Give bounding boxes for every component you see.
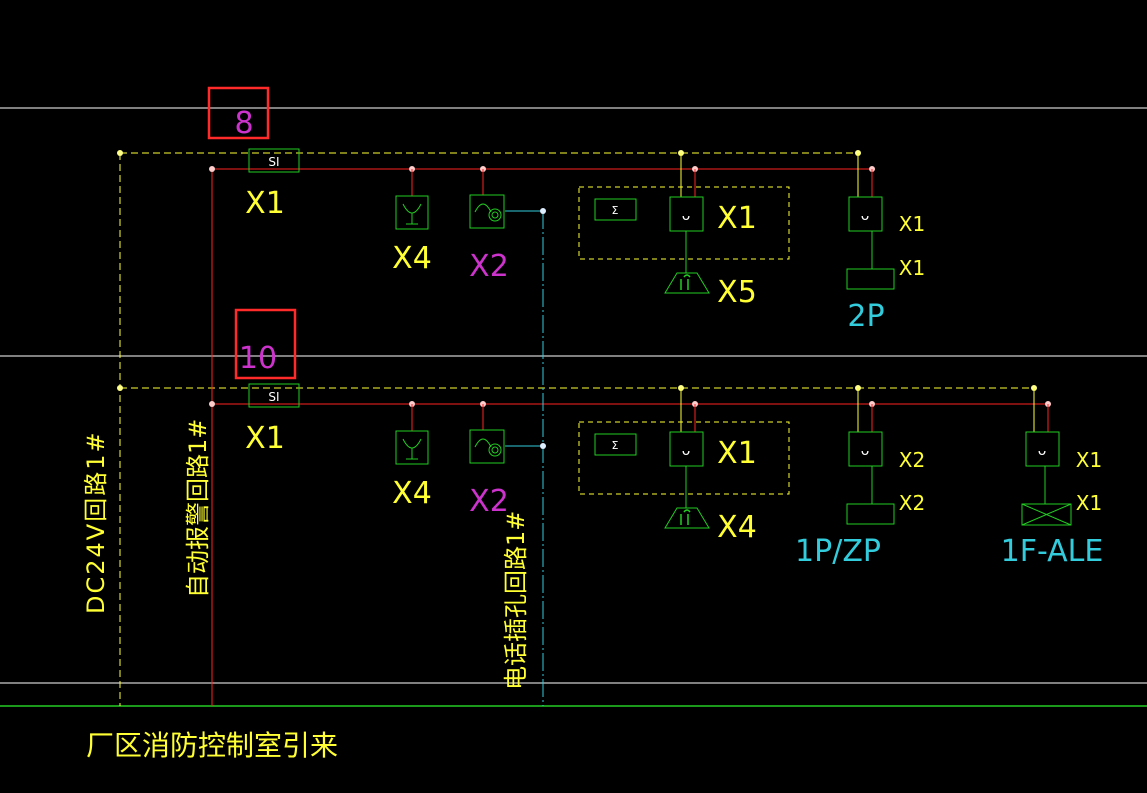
row1-phone-count: X2 bbox=[469, 249, 509, 284]
row1-module-glyph: ᴗ bbox=[682, 208, 691, 224]
row1-beacon-icon[interactable] bbox=[664, 272, 710, 294]
row2-sounder-count: X4 bbox=[392, 476, 432, 511]
row2-si-device[interactable]: SI bbox=[248, 383, 300, 408]
row1-right-module-icon[interactable] bbox=[848, 196, 883, 232]
marker-top: 8 bbox=[234, 106, 253, 141]
row1-si-device[interactable]: SI bbox=[248, 148, 300, 173]
row1-module-count: X1 bbox=[717, 201, 757, 236]
row1-m-icon[interactable] bbox=[594, 198, 637, 221]
row2-si-label: SI bbox=[268, 390, 279, 404]
row2-mid-module-count: X2 bbox=[899, 448, 925, 472]
row1-beacon-count: X5 bbox=[717, 275, 757, 310]
row2-mid-box-count: X2 bbox=[899, 491, 925, 515]
row2-right-box-count: X1 bbox=[1076, 491, 1102, 515]
row1-si-label: SI bbox=[268, 155, 279, 169]
dc-loop-label: DC24V回路1# bbox=[82, 430, 110, 614]
row1-right-module-glyph: ᴗ bbox=[861, 208, 870, 224]
row1-right-label: 2P bbox=[847, 299, 884, 334]
row2-sounder-icon[interactable] bbox=[395, 430, 429, 465]
phone-loop-label: 电话插孔回路1# bbox=[502, 511, 530, 690]
row2-beacon-count: X4 bbox=[717, 510, 757, 545]
row2-phone-jack-icon[interactable] bbox=[469, 429, 505, 464]
row2-beacon-icon[interactable] bbox=[664, 507, 710, 529]
marker-bottom: 10 bbox=[239, 341, 277, 376]
row1-m-glyph: Σ bbox=[612, 204, 619, 217]
row1-right-module-count: X1 bbox=[899, 212, 925, 236]
row1-sounder-icon[interactable] bbox=[395, 195, 429, 230]
row2-phone-count: X2 bbox=[469, 484, 509, 519]
row1-sounder-count: X4 bbox=[392, 241, 432, 276]
row2-right-module-glyph: ᴗ bbox=[1038, 443, 1047, 459]
row2-right-label: 1F-ALE bbox=[1001, 534, 1104, 569]
row1-right-box-count: X1 bbox=[899, 256, 925, 280]
row2-mid-label: 1P/ZP bbox=[795, 534, 881, 569]
row2-m-icon[interactable] bbox=[594, 433, 637, 456]
row1-si-count: X1 bbox=[245, 186, 285, 221]
row2-right-module-icon[interactable] bbox=[1025, 431, 1060, 467]
row2-right-cross-box-icon[interactable] bbox=[1021, 503, 1072, 526]
marker-box-bottom[interactable] bbox=[234, 308, 297, 380]
footer-label: 厂区消防控制室引来 bbox=[86, 729, 338, 762]
row2-right-module-count: X1 bbox=[1076, 448, 1102, 472]
marker-box-top[interactable] bbox=[207, 86, 270, 140]
row2-si-count: X1 bbox=[245, 421, 285, 456]
row2-mid-module-glyph: ᴗ bbox=[861, 443, 870, 459]
alarm-loop-label: 自动报警回路1# bbox=[184, 419, 212, 598]
row1-module-group: Σ ᴗ X1 bbox=[578, 153, 790, 260]
row1-right-box[interactable] bbox=[846, 268, 895, 290]
row2-mid-box[interactable] bbox=[846, 503, 895, 525]
row2-module-glyph: ᴗ bbox=[682, 443, 691, 459]
row2-m-glyph: Σ bbox=[612, 439, 619, 452]
row1-phone-jack-icon[interactable] bbox=[469, 194, 505, 229]
connection-dots bbox=[117, 150, 1051, 449]
row2-module-count: X1 bbox=[717, 436, 757, 471]
row2-mid-module-icon[interactable] bbox=[848, 431, 883, 467]
